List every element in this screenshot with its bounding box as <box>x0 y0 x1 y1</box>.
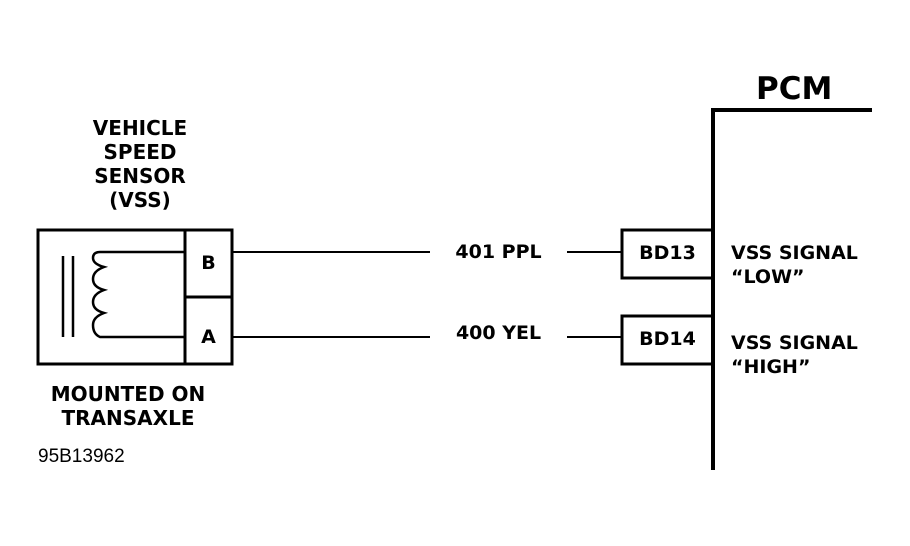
pin-a-label: A <box>201 326 216 348</box>
sensor-title-line-2: SPEED <box>103 140 177 164</box>
sensor-title-line-1: VEHICLE <box>92 116 188 140</box>
signal-high-line-1: VSS SIGNAL <box>731 332 858 354</box>
signal-low-line-2: “LOW” <box>731 266 805 288</box>
mount-note-line-1: MOUNTED ON <box>50 382 206 406</box>
figure-code: 95B13962 <box>38 446 125 467</box>
sensor-title-line-3: SENSOR <box>94 164 186 188</box>
wire-400-label: 400 YEL <box>455 322 542 344</box>
pcm-title: PCM <box>756 71 833 107</box>
signal-low-label: VSS SIGNAL “LOW” <box>731 241 858 289</box>
sensor-title-line-4: (VSS) <box>109 188 171 212</box>
terminal-bd13-label: BD13 <box>639 242 696 264</box>
signal-high-line-2: “HIGH” <box>731 356 811 378</box>
mount-note-line-2: TRANSAXLE <box>61 406 195 430</box>
terminal-bd14-label: BD14 <box>639 328 696 350</box>
mount-note: MOUNTED ON TRANSAXLE <box>28 382 228 430</box>
coil-winding <box>91 250 185 339</box>
signal-low-line-1: VSS SIGNAL <box>731 242 858 264</box>
pcm-boundary <box>711 108 872 470</box>
pin-b-label: B <box>201 252 216 274</box>
wire-401-label: 401 PPL <box>455 241 542 263</box>
pin-a-box <box>183 295 234 366</box>
sensor-title: VEHICLE SPEED SENSOR (VSS) <box>60 116 220 212</box>
signal-high-label: VSS SIGNAL “HIGH” <box>731 331 858 379</box>
